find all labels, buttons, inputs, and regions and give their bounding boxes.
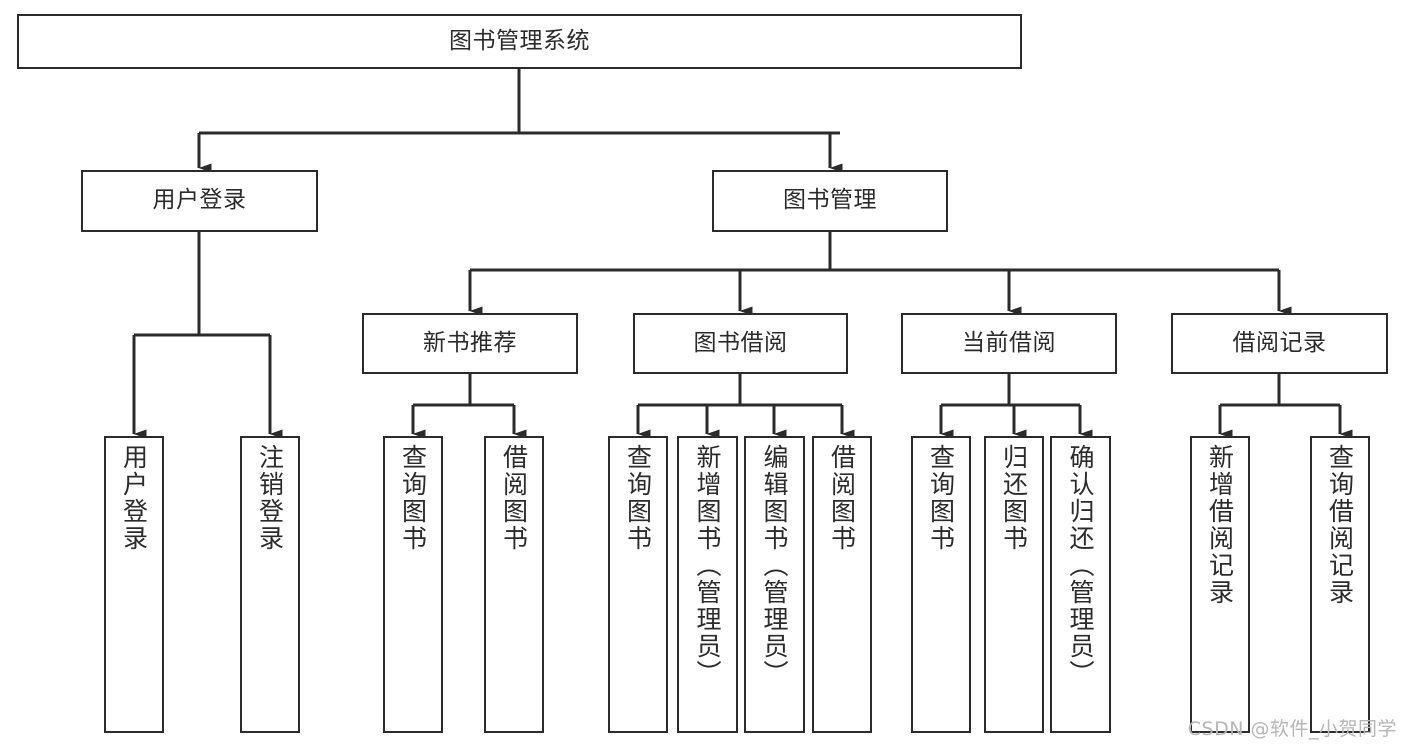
leaf-borrow-query-book-label: 查询图书 [623, 444, 653, 552]
leaf-add-borrow-record[interactable]: 新增借阅记录 [1190, 436, 1250, 733]
node-root[interactable]: 图书管理系统 [17, 14, 1022, 69]
node-root-label: 图书管理系统 [449, 27, 590, 54]
leaf-user-login-label: 用户登录 [119, 444, 149, 552]
node-new-book-recommend[interactable]: 新书推荐 [362, 313, 578, 374]
node-borrow-record-label: 借阅记录 [1232, 329, 1327, 356]
leaf-query-borrow-record-label: 查询借阅记录 [1325, 444, 1355, 606]
node-user-login-label: 用户登录 [152, 187, 247, 214]
leaf-confirm-return-admin[interactable]: 确认归还（管理员） [1050, 436, 1111, 733]
leaf-user-login[interactable]: 用户登录 [104, 436, 164, 733]
leaf-edit-book-admin[interactable]: 编辑图书（管理员） [744, 436, 805, 733]
node-book-management[interactable]: 图书管理 [712, 170, 948, 232]
node-borrow-record[interactable]: 借阅记录 [1171, 313, 1388, 374]
node-book-borrow-label: 图书借阅 [693, 329, 788, 356]
leaf-confirm-return-admin-label: 确认归还（管理员） [1066, 444, 1095, 687]
leaf-newbook-borrow-book-label: 借阅图书 [499, 444, 529, 552]
node-new-book-recommend-label: 新书推荐 [423, 329, 517, 356]
node-book-borrow[interactable]: 图书借阅 [633, 313, 848, 374]
leaf-logout-label: 注销登录 [255, 444, 285, 552]
leaf-borrow-lend-book[interactable]: 借阅图书 [812, 436, 872, 733]
node-current-borrow[interactable]: 当前借阅 [901, 313, 1117, 374]
leaf-return-book-label: 归还图书 [999, 444, 1029, 552]
leaf-newbook-query-book[interactable]: 查询图书 [383, 436, 443, 733]
leaf-newbook-query-book-label: 查询图书 [398, 444, 428, 552]
leaf-add-book-admin-label: 新增图书（管理员） [693, 444, 722, 687]
leaf-return-book[interactable]: 归还图书 [984, 436, 1044, 733]
leaf-query-borrow-record[interactable]: 查询借阅记录 [1310, 436, 1370, 733]
leaf-newbook-borrow-book[interactable]: 借阅图书 [484, 436, 544, 733]
leaf-current-query-book-label: 查询图书 [926, 444, 956, 552]
leaf-current-query-book[interactable]: 查询图书 [911, 436, 971, 733]
leaf-add-book-admin[interactable]: 新增图书（管理员） [677, 436, 738, 733]
leaf-add-borrow-record-label: 新增借阅记录 [1205, 444, 1235, 606]
node-user-login[interactable]: 用户登录 [81, 170, 318, 232]
leaf-borrow-query-book[interactable]: 查询图书 [608, 436, 668, 733]
leaf-borrow-lend-book-label: 借阅图书 [827, 444, 857, 552]
node-current-borrow-label: 当前借阅 [962, 329, 1056, 356]
leaf-logout[interactable]: 注销登录 [240, 436, 300, 733]
csdn-watermark: CSDN @软件_小贺同学 [1187, 718, 1397, 740]
leaf-edit-book-admin-label: 编辑图书（管理员） [760, 444, 789, 687]
node-book-management-label: 图书管理 [783, 187, 877, 214]
